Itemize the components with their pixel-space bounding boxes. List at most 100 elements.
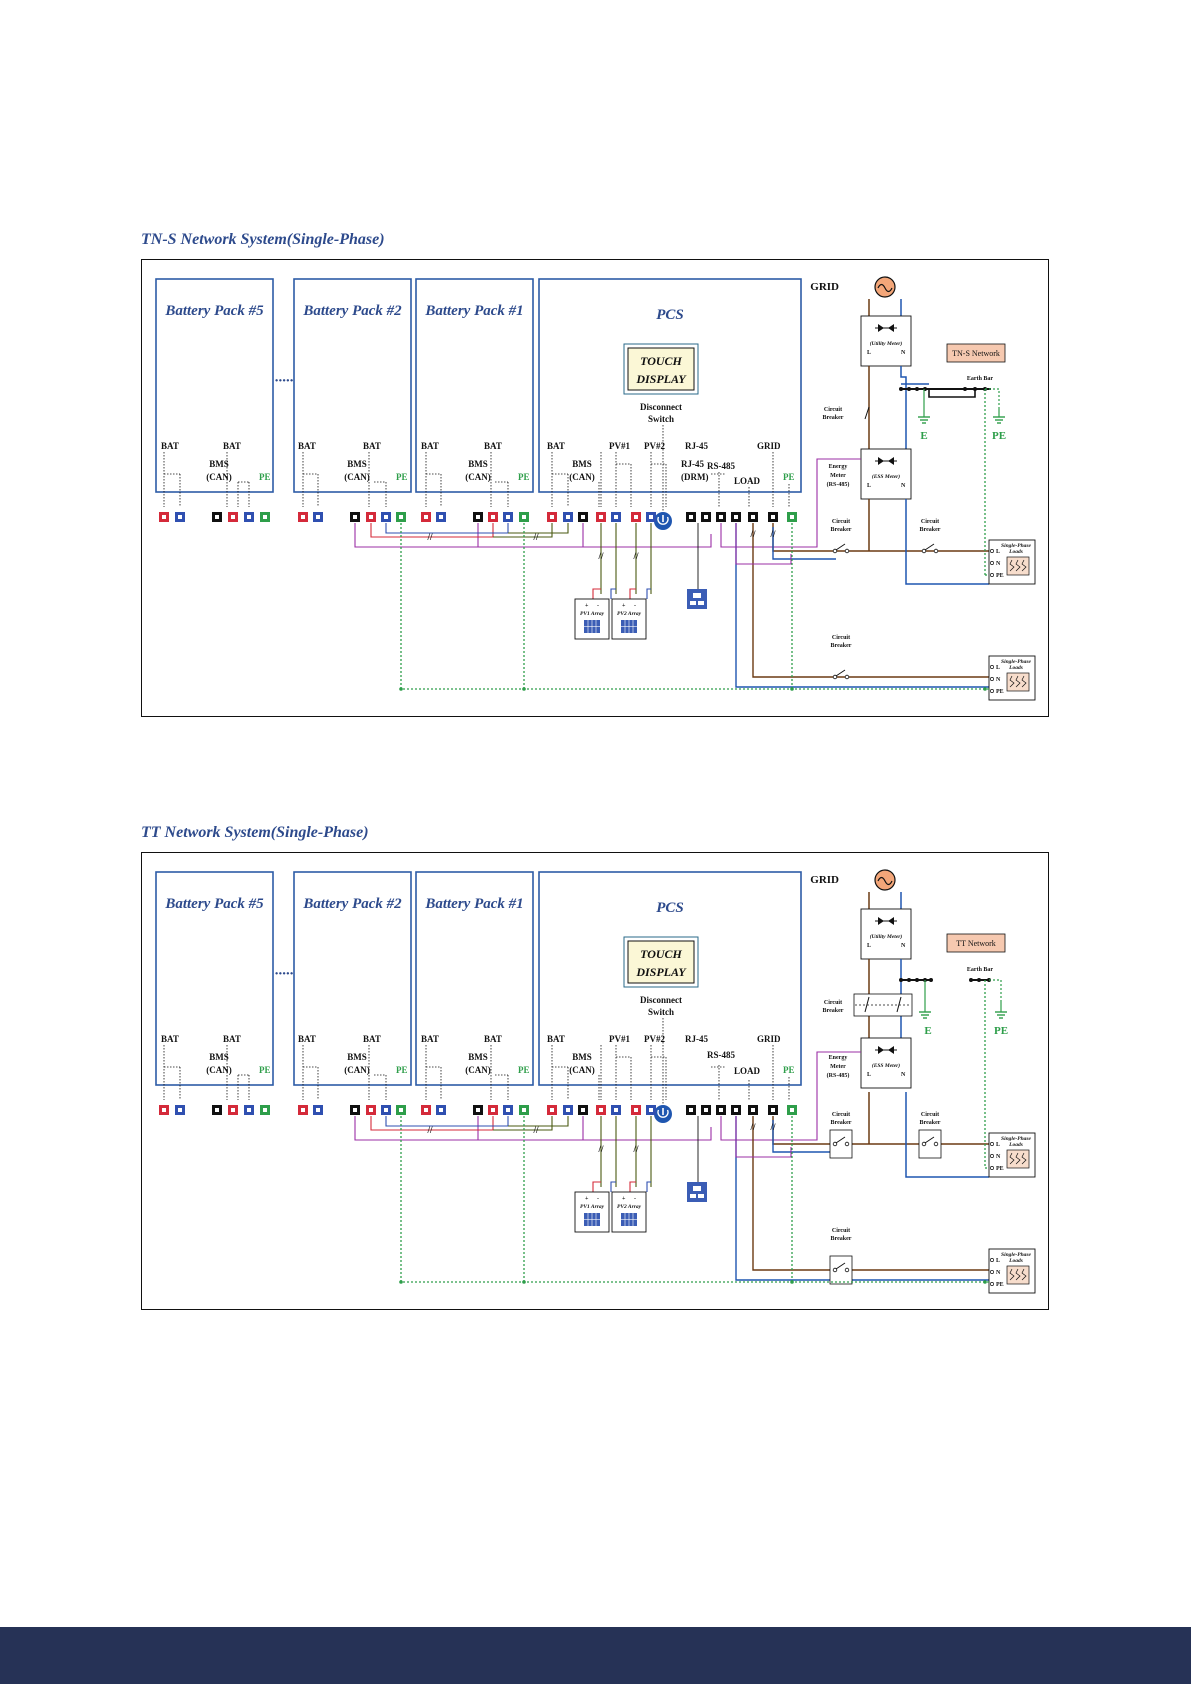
pe-junction (790, 687, 794, 691)
pv2-pos-lead (629, 1181, 636, 1192)
more-packs-ellipsis: ····· (275, 373, 294, 389)
energy-meter-label-3: (RS-485) (827, 481, 850, 488)
breaker-2-contact (832, 548, 838, 554)
breaker-2-label-2: Breaker (831, 527, 852, 533)
load-1-coil-icon (1009, 1152, 1015, 1165)
touch-display (627, 940, 695, 984)
terminal-core (316, 515, 320, 519)
wire-break-mark: // (532, 1125, 539, 1135)
earth-bar-terminal (963, 387, 967, 391)
terminal-core (599, 515, 603, 519)
terminal-core (566, 1108, 570, 1112)
earth-pe-wire (985, 388, 1000, 407)
load-2-coil-icon (1009, 675, 1015, 688)
pv1-pos-lead (592, 588, 601, 599)
pcs-load-label: LOAD (734, 476, 761, 486)
utility-meter-title: (Utility Meter) (870, 340, 903, 347)
terminal-core (231, 1108, 235, 1112)
breaker-4-label-2: Breaker (831, 1236, 852, 1242)
touch-display-line-1: TOUCH (640, 354, 682, 368)
terminal-core (231, 515, 235, 519)
energy-meter-label-2: Meter (830, 1064, 846, 1070)
battery-pack-2 (293, 278, 412, 493)
breaker-2-blade (835, 543, 846, 551)
battery-link-wire (493, 523, 553, 538)
pack5-pe-label: PE (259, 1065, 271, 1075)
pack2-bat-label-1: BAT (298, 441, 316, 451)
network-device-icon-node (690, 1194, 696, 1198)
breaker-2-label-1: Circuit (832, 519, 850, 525)
terminal-core (751, 1108, 755, 1112)
grid-label: GRID (810, 281, 839, 293)
network-device-icon-node (690, 601, 696, 605)
terminal-core (476, 515, 480, 519)
pcs-bms-label: BMS (572, 459, 592, 469)
pv2-array-plus: + (622, 603, 626, 609)
pv1-array-minus: - (597, 1196, 599, 1202)
load-2-coil-icon (1021, 675, 1027, 688)
bms-can-bus-wire (354, 1116, 712, 1141)
pack5-bat-label-2: BAT (223, 1034, 241, 1044)
pe-junction (790, 1280, 794, 1284)
terminal-core (491, 515, 495, 519)
diagram-title-tns: TN-S Network System(Single-Phase) (141, 231, 385, 248)
wire-break-mark: // (769, 1122, 776, 1132)
terminal-core (634, 515, 638, 519)
pack1-pe-label: PE (518, 472, 530, 482)
terminal-core (399, 1108, 403, 1112)
rs485-meter-wire (720, 1051, 861, 1141)
pack5-bms-label: BMS (209, 1052, 229, 1062)
earth-pe-label: PE (994, 1025, 1008, 1037)
pcs-pv2-label: PV#2 (644, 1034, 665, 1044)
breaker-2-label-1: Circuit (832, 1112, 850, 1118)
earth-bar-terminal (899, 387, 903, 391)
utility-meter-term-n: N (901, 350, 906, 356)
wire-break-mark: // (769, 529, 776, 539)
pcs-pv2-label: PV#2 (644, 441, 665, 451)
ess-meter-term-n: N (901, 1072, 906, 1078)
network-type-label: TT Network (956, 939, 996, 948)
battery-pack-2-title: Battery Pack #2 (302, 896, 402, 912)
bms-can-bus-wire (354, 523, 712, 548)
terminal-core (424, 1108, 428, 1112)
touch-display-line-1: TOUCH (640, 947, 682, 961)
breaker-4-contact (832, 674, 838, 680)
load-2-coil-icon (1009, 1268, 1015, 1281)
terminal-core (215, 515, 219, 519)
earth-e-label: E (924, 1025, 931, 1037)
network-device-icon (687, 1182, 707, 1202)
breaker-3-contact (933, 1141, 939, 1147)
load-2-terminal-n (990, 677, 994, 681)
pcs-pv1-label: PV#1 (609, 1034, 630, 1044)
wire-break-mark: // (632, 551, 639, 561)
breaker-1-label-2: Breaker (823, 1008, 844, 1014)
terminal-core (581, 1108, 585, 1112)
load-1-terminal-label-n: N (996, 561, 1001, 567)
pcs-rj45-label: RJ-45 (685, 441, 708, 451)
terminal-core (734, 1108, 738, 1112)
load-2-title-2: Loads (1008, 665, 1023, 671)
energy-meter-label-1: Energy (829, 1055, 848, 1061)
load-2-coil-icon (1015, 1268, 1021, 1281)
pv2-array-label: PV2 Array (617, 611, 642, 617)
battery-pack-1 (415, 871, 534, 1086)
battery-pack-5 (155, 278, 274, 493)
terminal-core (506, 515, 510, 519)
terminal-core (439, 515, 443, 519)
terminal-core (719, 1108, 723, 1112)
rcd-breaker-blade (864, 996, 870, 1013)
pack1-bat-label-2: BAT (484, 1034, 502, 1044)
terminal-core (506, 1108, 510, 1112)
pe-junction (983, 687, 987, 691)
battery-pack-1 (415, 278, 534, 493)
terminal-core (581, 515, 585, 519)
terminal-core (649, 1108, 653, 1112)
breaker-1-label-1: Circuit (824, 1000, 842, 1006)
power-switch-icon-arc (657, 516, 669, 525)
load-2-terminal-n (990, 1270, 994, 1274)
pack1-bms-label: BMS (468, 459, 488, 469)
battery-pack-2 (293, 871, 412, 1086)
battery-pack-1-title: Battery Pack #1 (424, 303, 523, 319)
breaker-3-label-1: Circuit (921, 519, 939, 525)
terminal-core (634, 1108, 638, 1112)
